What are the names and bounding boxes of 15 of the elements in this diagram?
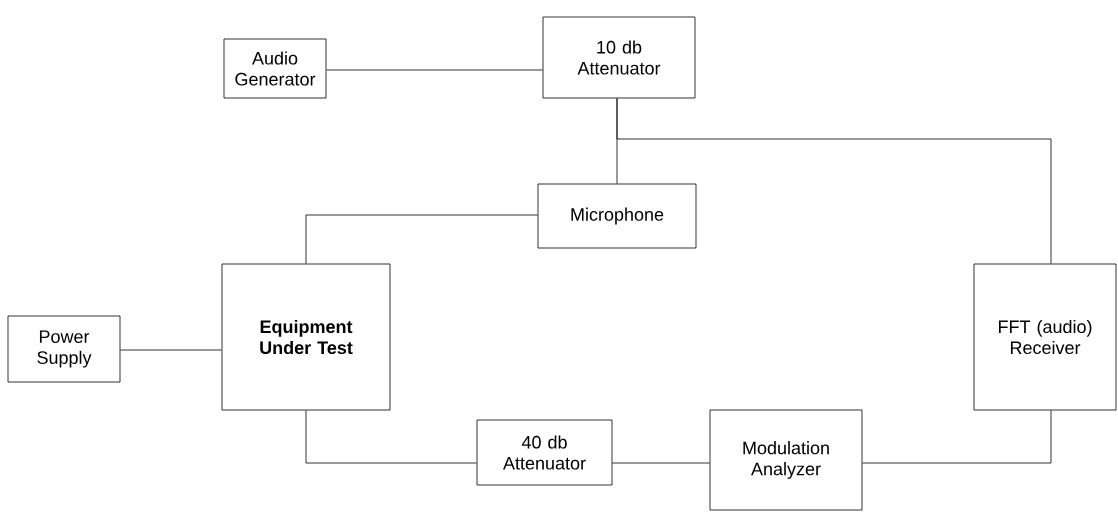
connector-line <box>305 410 477 464</box>
block-box: Microphone <box>537 183 697 249</box>
block-box: 10 db Attenuator <box>542 16 696 99</box>
block-box: Power Supply <box>7 315 121 383</box>
block-box: Equipment Under Test <box>221 263 391 411</box>
connector-line <box>305 214 538 264</box>
connector-line <box>616 98 1052 264</box>
connector-line <box>326 69 543 71</box>
connector-line <box>612 462 710 464</box>
connector-line <box>862 410 1052 464</box>
block-box: Audio Generator <box>223 38 327 99</box>
block-box: 40 db Attenuator <box>476 419 613 486</box>
connector-line <box>120 349 222 351</box>
block-box: FFT (audio) Receiver <box>973 263 1117 411</box>
block-box: Modulation Analyzer <box>709 409 863 511</box>
